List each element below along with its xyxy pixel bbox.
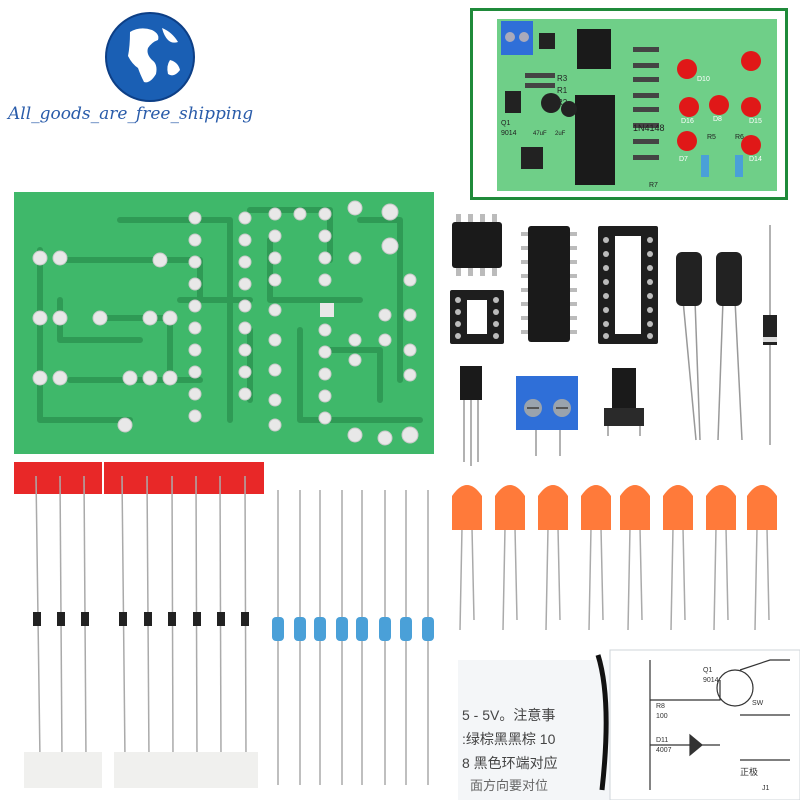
assembled-board-frame: R3 R1 R2 Q1 9014 47uF 2uF 1N4148 D10 D16… [470, 8, 788, 200]
power-diode [763, 225, 777, 445]
instruction-sheet [458, 649, 800, 800]
label-d10: D10 [697, 76, 710, 83]
schematic-sw: SW [752, 700, 764, 707]
schematic-q1-part: 9014 [703, 677, 719, 684]
label-diode-type: 1N4148 [633, 123, 665, 133]
label-r2: R2 [557, 98, 568, 107]
label-q1-part: 9014 [501, 130, 517, 137]
sheet-line-2: :绿棕黑黑棕 10 [462, 731, 556, 747]
label-r3: R3 [557, 74, 568, 83]
schematic-d11: D11 [656, 737, 668, 744]
capacitor-2 [716, 252, 742, 306]
schematic-d11-part: 4007 [656, 747, 672, 754]
resistors [272, 490, 434, 785]
sheet-line-1: 5 - 5V。注意事 [462, 707, 555, 723]
sheet-line-3: 8 黑色环端对应 [462, 755, 558, 771]
label-r7: R7 [649, 182, 658, 189]
sheet-line-4: 面方向要对位 [470, 778, 548, 793]
orange-leds [452, 485, 777, 631]
schematic-r8-value: 100 [656, 713, 668, 720]
ic-socket-8 [450, 290, 504, 344]
schematic-r8: R8 [656, 703, 665, 710]
label-d14: D14 [749, 156, 762, 163]
store-tagline: All_goods_are_free_shipping [8, 104, 254, 124]
assembled-board: R3 R1 R2 Q1 9014 47uF 2uF 1N4148 D10 D16… [497, 19, 777, 191]
label-d15: D15 [749, 118, 762, 125]
push-button [604, 368, 644, 436]
globe-logo [105, 12, 195, 102]
ic-socket-16 [598, 226, 658, 344]
label-r5: R5 [707, 134, 716, 141]
schematic-pole: 正极 [740, 766, 758, 777]
ic-8pin [452, 214, 502, 276]
terminal-block [516, 376, 578, 456]
bare-pcb [14, 192, 434, 454]
schematic-q1: Q1 [703, 667, 712, 674]
label-q1: Q1 [501, 120, 510, 127]
label-cap2: 2uF [555, 131, 566, 137]
label-r6: R6 [735, 134, 744, 141]
label-d16: D16 [681, 118, 694, 125]
label-d7: D7 [679, 156, 688, 163]
schematic-j1: J1 [762, 785, 770, 792]
transistor [460, 366, 482, 466]
label-r1: R1 [557, 86, 568, 95]
label-d8: D8 [713, 116, 722, 123]
diode-strip [14, 462, 264, 788]
label-cap1: 47uF [533, 131, 547, 137]
ic-16pin [521, 226, 577, 342]
capacitor-1 [676, 252, 702, 306]
electrolytic-capacitors [682, 299, 743, 441]
